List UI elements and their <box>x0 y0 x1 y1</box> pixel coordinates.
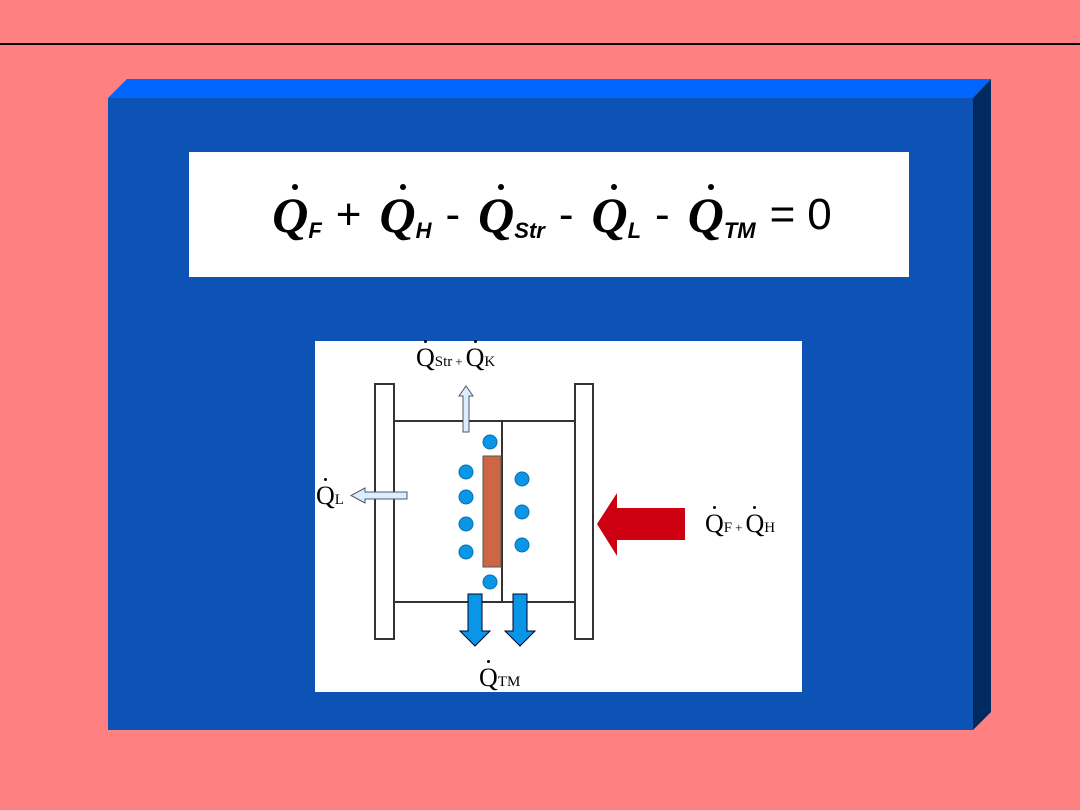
time-derivative-dot <box>611 183 618 190</box>
subscript: L <box>627 217 642 243</box>
arrow-down-icon <box>503 593 537 647</box>
label-str-k: QStr+QK <box>416 343 496 372</box>
left-wall <box>374 383 395 640</box>
time-derivative-dot <box>707 183 714 190</box>
operator: - <box>558 189 574 239</box>
rhs-value: 0 <box>807 189 832 239</box>
equals-sign: = <box>769 189 796 239</box>
arrow-left-red-icon <box>597 493 685 556</box>
subscript: H <box>415 217 432 243</box>
q-term: Q <box>591 183 628 244</box>
heating-element <box>482 455 502 568</box>
arrow-up-icon <box>458 385 474 433</box>
subscript: TM <box>723 217 756 243</box>
label-f-h: QF+QH <box>705 509 776 538</box>
operator: + <box>335 189 362 239</box>
arrow-down-icon <box>458 593 492 647</box>
time-derivative-dot <box>498 183 505 190</box>
subscript: Str <box>514 217 545 243</box>
operator: - <box>445 189 461 239</box>
q-term: Q <box>478 183 514 244</box>
label-l: QL <box>316 481 344 510</box>
q-term: Q <box>380 183 416 244</box>
right-wall <box>574 383 594 640</box>
label-tm: QTM <box>479 663 521 692</box>
header-rule <box>0 43 1080 45</box>
q-term: Q <box>688 183 724 244</box>
heat-flow-diagram: QStr+QK QL QF+QH QTM <box>315 341 802 692</box>
time-derivative-dot <box>399 183 406 190</box>
time-derivative-dot <box>292 183 299 190</box>
operator: - <box>655 189 670 239</box>
q-term: Q <box>272 183 308 244</box>
subscript: F <box>308 217 322 243</box>
particles <box>458 434 530 590</box>
arrow-left-icon <box>349 487 408 504</box>
